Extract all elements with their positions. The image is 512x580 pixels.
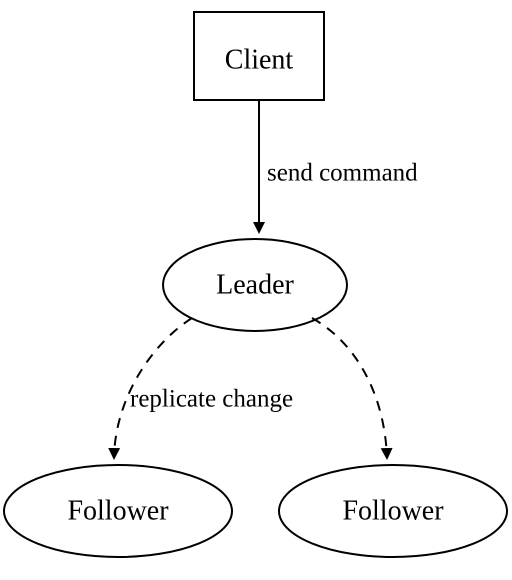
replicate-change-arrow-right bbox=[311, 317, 393, 460]
leader-ellipse bbox=[162, 238, 348, 332]
client-label: Client bbox=[225, 44, 294, 75]
follower-right-label: Follower bbox=[342, 495, 444, 526]
edge-client-to-leader: send command bbox=[253, 100, 418, 234]
edge-leader-to-follower-left: replicate change bbox=[108, 317, 293, 460]
replicate-change-arrow-left bbox=[108, 317, 193, 460]
node-client: Client bbox=[193, 11, 325, 101]
edge-leader-to-follower-right bbox=[311, 317, 393, 460]
follower-right-ellipse bbox=[278, 464, 508, 558]
replicate-change-label: replicate change bbox=[130, 386, 293, 413]
leader-label: Leader bbox=[216, 269, 294, 300]
node-follower-left: Follower bbox=[3, 464, 233, 558]
node-leader: Leader bbox=[162, 238, 348, 332]
follower-left-label: Follower bbox=[67, 495, 169, 526]
follower-left-ellipse bbox=[3, 464, 233, 558]
client-box bbox=[193, 11, 325, 101]
send-command-label: send command bbox=[267, 160, 418, 187]
node-follower-right: Follower bbox=[278, 464, 508, 558]
